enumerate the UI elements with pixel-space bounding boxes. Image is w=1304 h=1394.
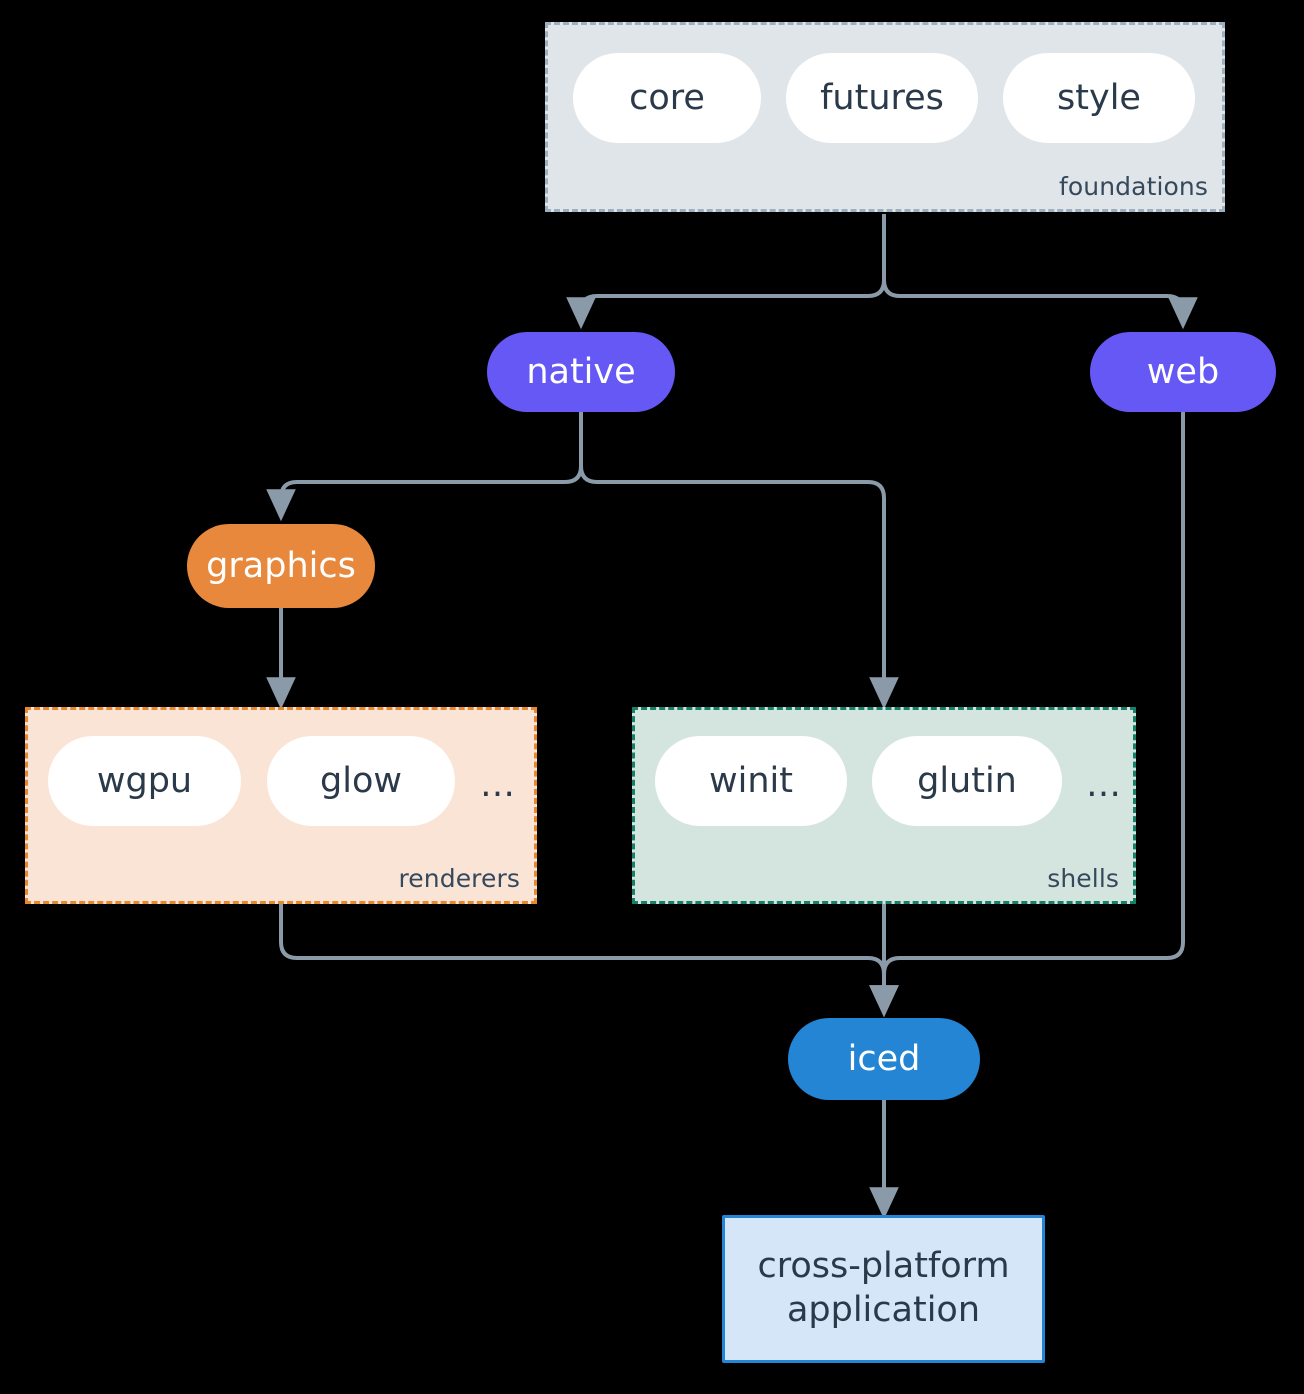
node-winit[interactable]: winit [655,736,847,826]
node-shells-more: … [1086,765,1123,805]
node-core[interactable]: core [573,53,761,143]
node-iced-label: iced [847,1039,921,1079]
node-glow[interactable]: glow [267,736,455,826]
node-glow-label: glow [320,761,402,801]
node-native[interactable]: native [487,332,675,412]
node-application-label-line2: application [786,1290,981,1330]
cluster-foundations-label: foundations [1059,172,1208,201]
node-graphics[interactable]: graphics [187,524,375,608]
node-wgpu-label: wgpu [96,761,193,801]
edge-renderers-iced [279,904,899,1018]
node-style-label: style [1057,78,1141,118]
edge-foundations-native [566,214,886,330]
node-wgpu[interactable]: wgpu [48,736,241,826]
cluster-shells-label: shells [1047,864,1119,893]
node-glutin-label: glutin [917,761,1017,801]
node-winit-label: winit [709,761,793,801]
edge-foundations-web [882,214,1198,330]
edge-native-graphics [266,412,583,522]
node-native-label: native [526,352,636,392]
cluster-renderers-label: renderers [398,864,520,893]
node-application-label-line1: cross-platform [757,1246,1010,1287]
node-futures[interactable]: futures [786,53,978,143]
node-futures-label: futures [820,78,944,118]
node-graphics-label: graphics [206,546,356,586]
node-application[interactable]: cross-platform application [722,1215,1045,1363]
node-web[interactable]: web [1090,332,1276,412]
edge-native-shells [579,412,899,710]
node-core-label: core [629,78,705,118]
node-renderers-more: … [480,765,517,805]
node-style[interactable]: style [1003,53,1195,143]
node-web-label: web [1146,352,1220,392]
node-glutin[interactable]: glutin [872,736,1062,826]
node-iced[interactable]: iced [788,1018,980,1100]
